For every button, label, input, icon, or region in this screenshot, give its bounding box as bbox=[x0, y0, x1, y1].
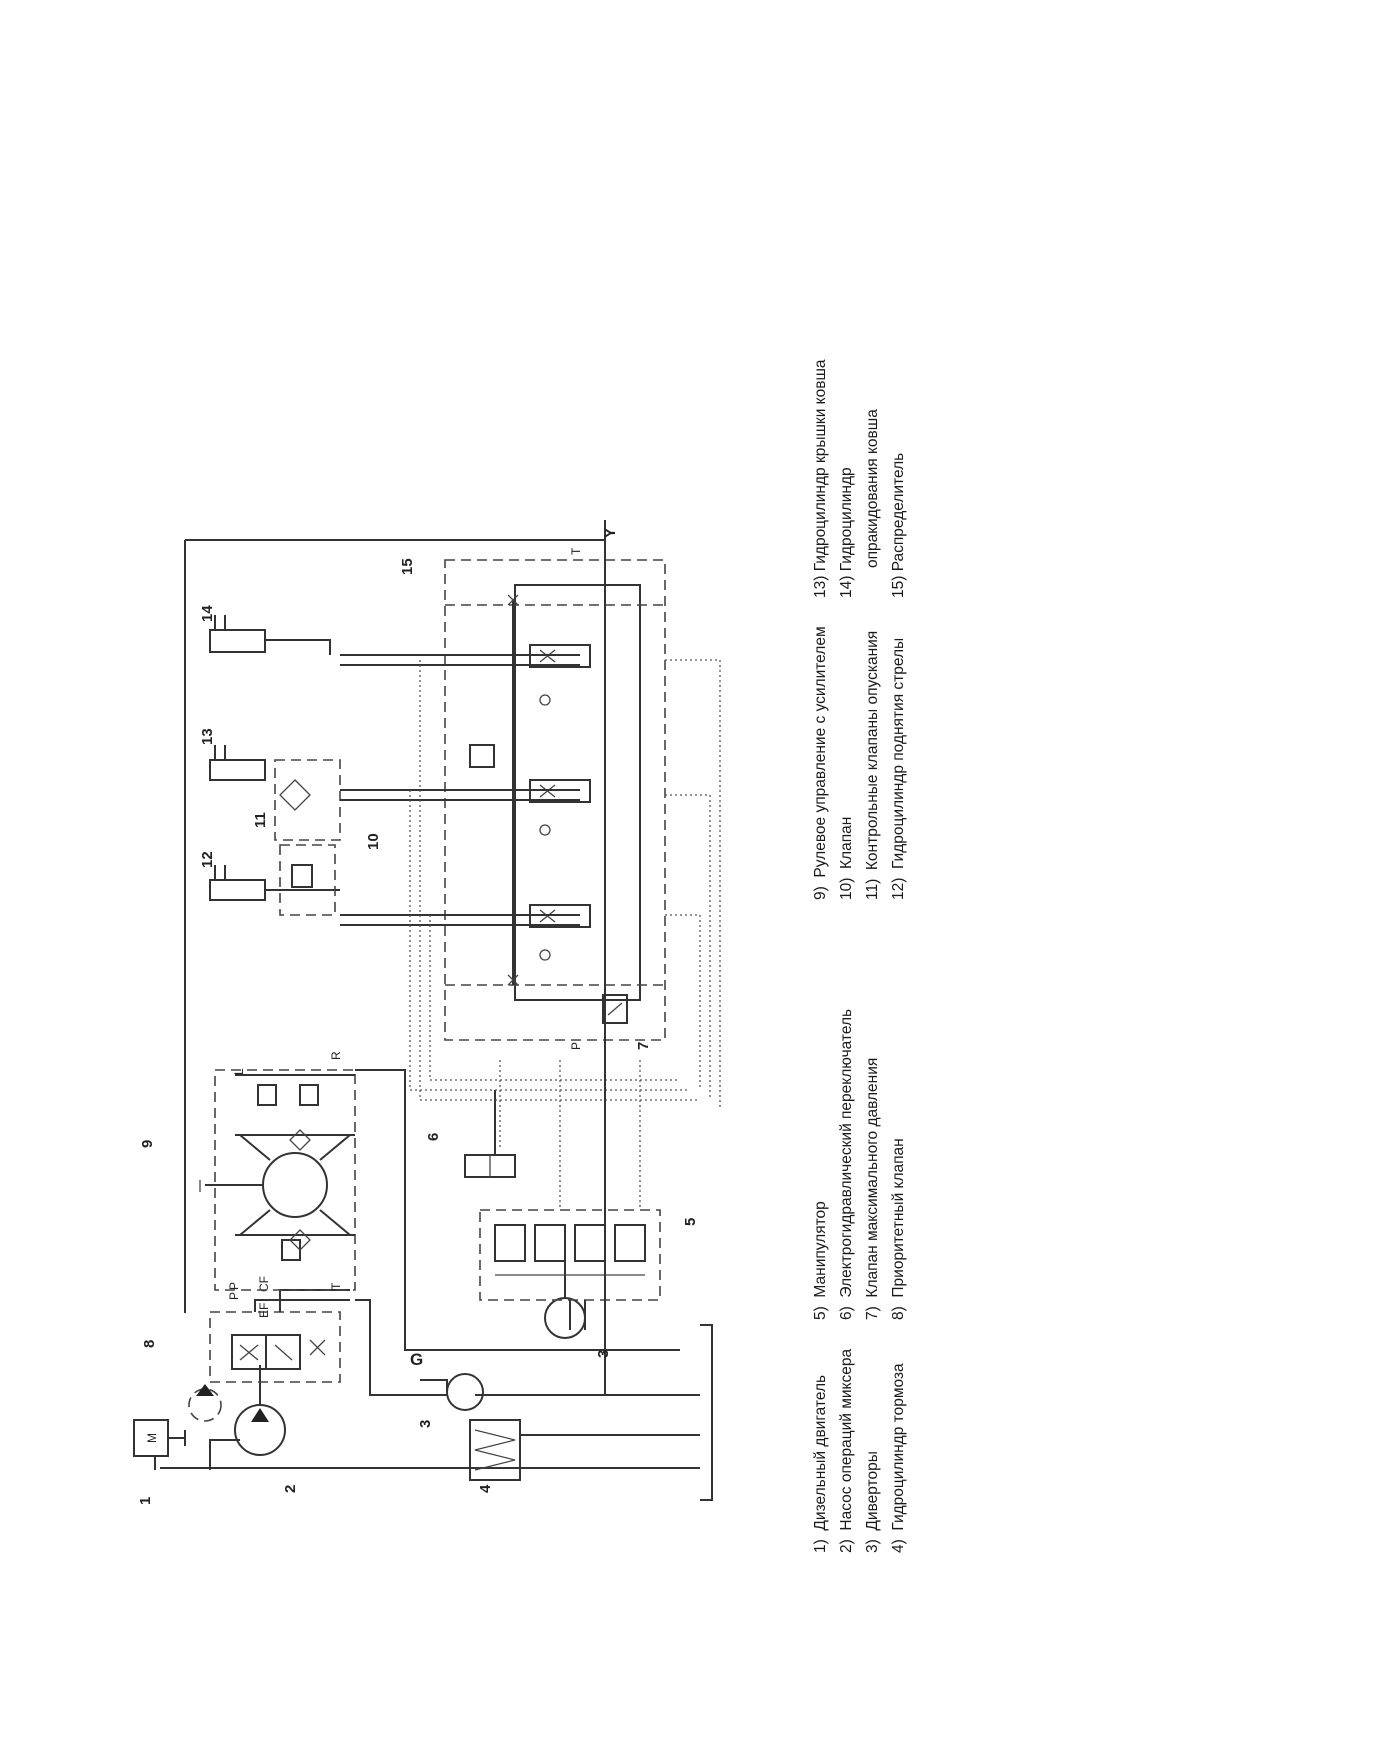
callout-9: 9 bbox=[139, 1140, 156, 1148]
power-steering-symbol: L R P T bbox=[199, 1051, 356, 1291]
callout-7: 7 bbox=[635, 1042, 652, 1050]
lowering-control-valves bbox=[279, 844, 336, 916]
connecting-lines bbox=[340, 520, 721, 1396]
mixer-pump-symbol bbox=[188, 1365, 286, 1470]
port-g-label: G bbox=[410, 1350, 423, 1369]
callout-11: 11 bbox=[252, 812, 269, 828]
main-frame-lines bbox=[160, 539, 713, 1501]
port-r-label: R bbox=[329, 1051, 343, 1060]
priority-valve-symbol: P CF EF bbox=[209, 1276, 350, 1383]
port-y-label: Y bbox=[602, 528, 619, 538]
callout-3b: 3 bbox=[595, 1350, 612, 1358]
callout-15: 15 bbox=[399, 558, 416, 575]
port-cf-label: CF bbox=[257, 1276, 271, 1292]
callout-4: 4 bbox=[477, 1484, 494, 1493]
electrohydraulic-switch-symbol bbox=[464, 1090, 516, 1178]
callout-1: 1 bbox=[137, 1497, 154, 1505]
spool-section-3 bbox=[529, 904, 591, 961]
callout-3a: 3 bbox=[417, 1420, 434, 1428]
dividers-and-brake-symbols: G bbox=[410, 1260, 586, 1481]
callout-8: 8 bbox=[141, 1340, 158, 1348]
boom-lift-cylinder bbox=[209, 865, 340, 901]
callout-10: 10 bbox=[365, 833, 382, 850]
port-t-label-9: T bbox=[329, 1282, 343, 1290]
callout-6: 6 bbox=[425, 1133, 442, 1141]
port-p-label-8: P bbox=[227, 1292, 241, 1300]
relief-valve-symbol bbox=[602, 994, 628, 1024]
port-l-label: L bbox=[232, 1068, 246, 1075]
callout-14: 14 bbox=[199, 605, 216, 622]
port-p-label-15: P bbox=[569, 1042, 583, 1050]
callout-5: 5 bbox=[682, 1218, 699, 1226]
callout-13: 13 bbox=[199, 728, 216, 745]
component-callouts: 1 2 3 3 4 5 6 7 8 9 10 11 12 13 14 15 Y bbox=[137, 528, 699, 1505]
motor-label: M bbox=[145, 1433, 159, 1443]
distributor-symbol: T P bbox=[444, 547, 666, 1050]
callout-2: 2 bbox=[282, 1485, 299, 1493]
bucket-tipping-cylinder bbox=[209, 615, 331, 655]
port-t-label-15: T bbox=[569, 547, 583, 555]
manipulator-symbol bbox=[479, 1209, 661, 1330]
callout-12: 12 bbox=[199, 851, 216, 868]
valve-10 bbox=[274, 759, 341, 841]
spool-section-2 bbox=[529, 779, 591, 836]
port-p-label-9: P bbox=[227, 1282, 241, 1290]
port-ef-label: EF bbox=[257, 1303, 271, 1318]
bucket-lid-cylinder bbox=[209, 745, 266, 781]
diesel-motor-symbol: M bbox=[133, 1419, 186, 1470]
